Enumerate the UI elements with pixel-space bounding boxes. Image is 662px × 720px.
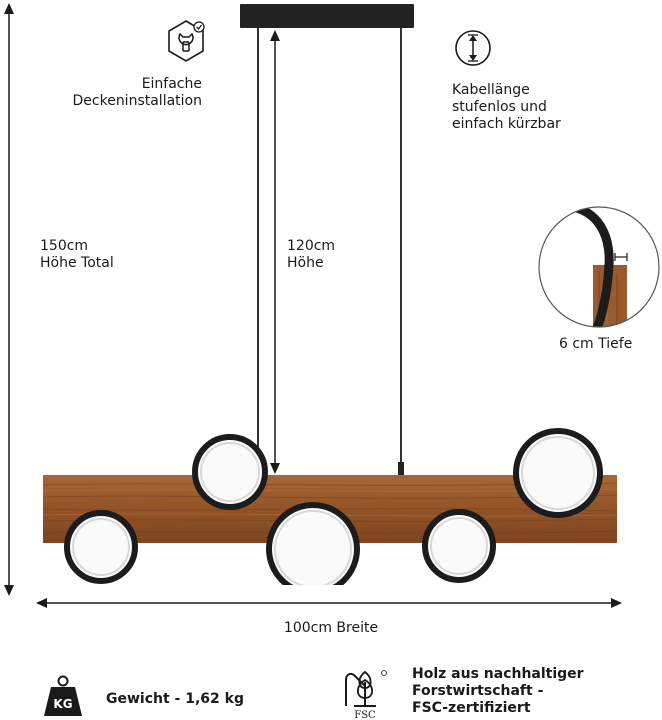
total-height-arrow [4,3,14,596]
fsc-text: Holz aus nachhaltiger Forstwirtschaft - … [412,666,584,716]
depth-detail-icon [538,206,660,328]
vertical-arrow-icon [455,30,491,66]
fsc-tree-icon: FSC [345,670,387,720]
fsc-logo-text: FSC [354,710,376,720]
kg-weight-icon: KG [44,675,82,716]
width-label: 100cm Breite [283,620,379,636]
svg-text:KG: KG [53,697,72,711]
wrench-hexagon-icon [168,20,205,62]
weight-text: Gewicht - 1,62 kg [106,691,244,707]
install-feature-text: Einfache Deckeninstallation [72,76,203,109]
height-label: 120cm Höhe [287,238,336,271]
ceiling-canopy [240,4,414,28]
suspension-cable-left [257,28,259,470]
cable-feature-text: Kabellänge stufenlos und einfach kürzbar [452,82,561,132]
total-height-label: 150cm Höhe Total [40,238,114,271]
height-arrow [270,30,280,474]
depth-label: 6 cm Tiefe [559,336,633,352]
width-arrow [36,598,622,608]
suspension-cable-right [400,28,402,470]
cable-clamp-right [398,462,404,476]
pendant-lamp [42,428,618,585]
